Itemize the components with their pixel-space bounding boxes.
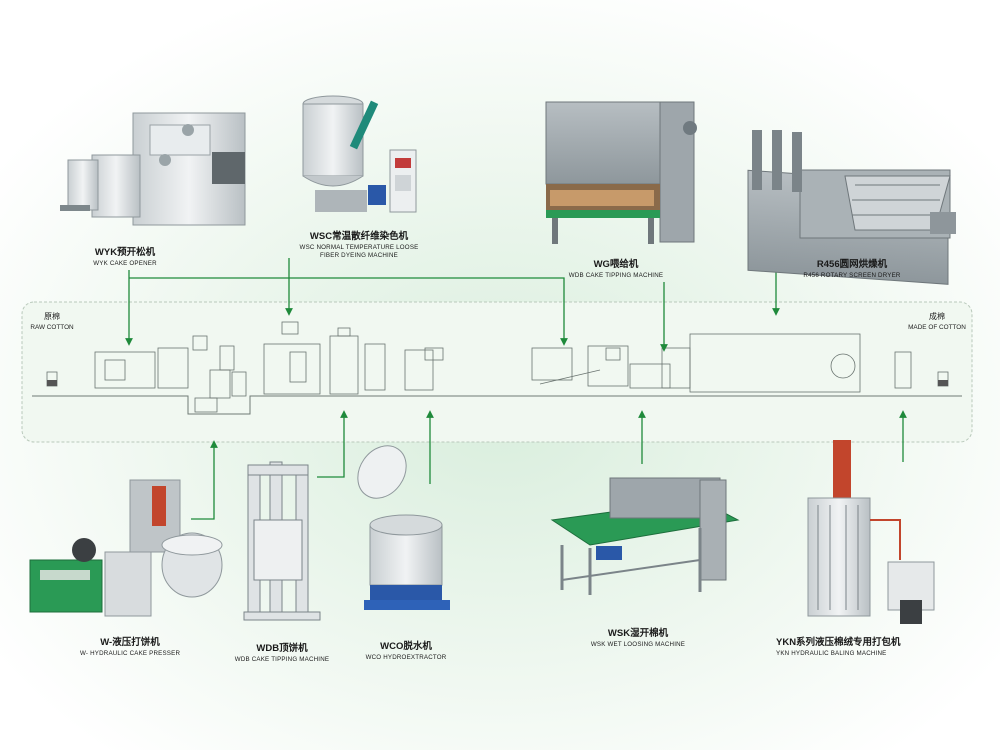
r456-name-en: R456 ROTARY SCREEN DRYER — [803, 272, 901, 279]
wsk-name-cn: WSK湿开棉机 — [607, 628, 669, 639]
cake-opener-icon — [60, 112, 246, 226]
wsk-name-en: WSK WET LOOSING MACHINE — [590, 641, 686, 648]
wet-loosing-icon — [550, 477, 740, 595]
material-bins — [47, 380, 948, 386]
ykn-name-en: YKN HYDRAULIC BALING MACHINE — [776, 650, 887, 657]
wyk-name-cn: WYK预开松机 — [94, 247, 156, 258]
ykn-label: YKN系列液压棉绒专用打包机 YKN HYDRAULIC BALING MACH… — [776, 634, 901, 657]
feeding-machine-icon — [545, 101, 697, 244]
wsk-label: WSK湿开棉机 WSK WET LOOSING MACHINE — [586, 625, 690, 648]
arrow-presser — [191, 440, 218, 520]
cake-presser-icon — [29, 479, 223, 617]
wsc-name-en-1: WSC NORMAL TEMPERATURE LOOSE — [299, 244, 419, 251]
r456-label: R456圆网烘燥机 R456 ROTARY SCREEN DRYER — [800, 256, 904, 279]
made-of-cotton-en: MADE OF COTTON — [908, 324, 966, 331]
wg-name-en: WDB CAKE TIPPING MACHINE — [568, 272, 664, 279]
wdb-label: WDB顶饼机 WDB CAKE TIPPING MACHINE — [232, 640, 332, 663]
wsc-name-cn: WSC常温散纤维染色机 — [309, 231, 409, 242]
wdb-name-cn: WDB顶饼机 — [256, 643, 308, 654]
w-press-name-en: W- HYDRAULIC CAKE PRESSER — [80, 650, 181, 657]
wsc-name-en-2: FIBER DYEING MACHINE — [320, 252, 398, 259]
rotary-dryer-icon — [747, 130, 956, 285]
w-press-name-cn: W-液压打饼机 — [100, 637, 160, 648]
ykn-name-cn: YKN系列液压棉绒专用打包机 — [776, 637, 901, 648]
made-of-cotton-label: 成棉 MADE OF COTTON — [905, 311, 969, 331]
dyeing-machine-icon — [302, 95, 417, 213]
production-line-band — [21, 301, 973, 443]
arrow-wyk-to-wg — [129, 277, 568, 346]
wco-name-en: WCO HYDROEXTRACTOR — [365, 654, 447, 661]
process-baseline — [32, 395, 962, 415]
raw-cotton-cn: 原棉 — [44, 312, 60, 321]
wco-label: WCO脱水机 WCO HYDROEXTRACTOR — [364, 638, 448, 661]
wg-name-cn: WG喂给机 — [593, 259, 639, 270]
cake-tipping-icon — [243, 461, 321, 621]
wdb-name-en: WDB CAKE TIPPING MACHINE — [234, 656, 330, 663]
baling-machine-icon — [807, 440, 935, 624]
wg-label: WG喂给机 WDB CAKE TIPPING MACHINE — [560, 256, 672, 279]
wco-name-cn: WCO脱水机 — [380, 641, 432, 652]
raw-cotton-label: 原棉 RAW COTTON — [30, 311, 74, 331]
arrow-wdb — [317, 410, 348, 478]
wyk-label: WYK预开松机 WYK CAKE OPENER — [80, 244, 170, 267]
r456-name-cn: R456圆网烘燥机 — [816, 259, 888, 270]
wsc-label: WSC常温散纤维染色机 WSC NORMAL TEMPERATURE LOOSE… — [294, 228, 424, 259]
raw-cotton-en: RAW COTTON — [30, 324, 74, 331]
made-of-cotton-cn: 成棉 — [929, 312, 945, 321]
line-schematic — [46, 321, 949, 413]
hydroextractor-icon — [357, 445, 450, 610]
w-press-label: W-液压打饼机 W- HYDRAULIC CAKE PRESSER — [80, 634, 180, 657]
wyk-name-en: WYK CAKE OPENER — [93, 260, 157, 267]
